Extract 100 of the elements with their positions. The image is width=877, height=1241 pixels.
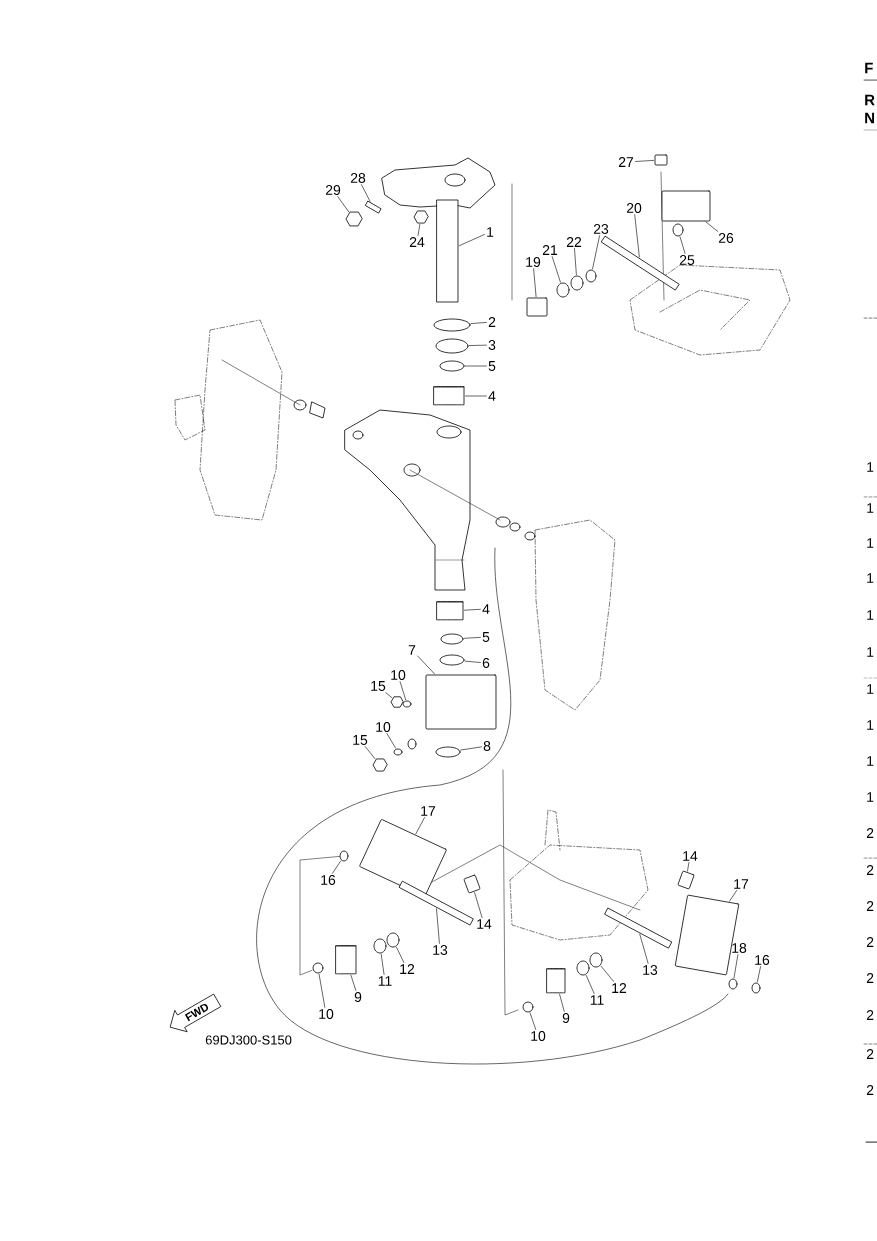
assembly-line: [299, 856, 340, 976]
hex-nut: [372, 758, 388, 772]
washer: [751, 982, 761, 994]
bushing: [546, 968, 566, 994]
leader-line: [551, 256, 561, 283]
part-block: [526, 297, 548, 317]
part-block: [654, 154, 668, 166]
table-row-fragment: 2: [866, 901, 874, 911]
leader-line: [350, 974, 357, 991]
callout-number: 4: [488, 391, 496, 401]
leader-line: [380, 954, 385, 975]
leader-line: [634, 214, 640, 258]
washer: [589, 952, 603, 968]
callout-number: 25: [679, 255, 695, 265]
callout-number: 1: [487, 227, 494, 237]
callout-number: 5: [482, 632, 490, 642]
leader-line: [679, 236, 686, 254]
callout-number: 15: [353, 735, 368, 745]
part-block: [661, 190, 711, 222]
callout-number: 6: [482, 658, 490, 668]
washer: [439, 654, 465, 666]
washer: [435, 338, 469, 354]
washer: [585, 269, 597, 283]
callout-number: 7: [408, 645, 416, 655]
callout-number: 16: [755, 955, 770, 965]
leader-line: [465, 395, 487, 397]
leader-line: [592, 235, 600, 270]
callout-number: 3: [488, 340, 496, 350]
table-row-fragment: 1: [867, 684, 874, 694]
callout-number: 16: [321, 875, 336, 885]
bushing: [436, 601, 464, 621]
leader-line: [474, 892, 483, 918]
leader-line: [586, 975, 595, 994]
leader-line: [361, 184, 371, 202]
table-row-fragment: 2: [866, 973, 874, 983]
leader-line: [318, 974, 326, 1008]
leader-line: [436, 908, 440, 944]
washer: [440, 633, 464, 645]
washer: [433, 318, 471, 332]
callout-number: 11: [378, 976, 392, 986]
leader-line: [529, 1012, 536, 1030]
table-row-fragment: 2: [866, 865, 874, 875]
washer: [386, 932, 400, 948]
leader-line: [574, 248, 577, 275]
callout-number: 15: [371, 681, 386, 691]
leader-line: [757, 966, 761, 983]
callout-number: 27: [618, 157, 634, 167]
table-row-fragment: 2: [866, 1049, 874, 1059]
rod: [436, 199, 459, 303]
leader-line: [385, 692, 393, 698]
part-block: [463, 874, 481, 894]
callout-number: 8: [483, 741, 491, 751]
table-row-fragment: 1: [867, 720, 874, 730]
callout-number: 9: [562, 1013, 570, 1023]
callout-number: 19: [526, 257, 541, 267]
leader-line: [733, 954, 739, 979]
leader-line: [459, 234, 485, 247]
callout-number: 14: [683, 851, 698, 861]
bushing: [433, 386, 465, 406]
callout-number: 9: [354, 992, 362, 1002]
washer: [672, 223, 684, 237]
callout-number: 4: [482, 604, 490, 614]
callout-number: 13: [433, 945, 448, 955]
callout-number: 14: [477, 919, 492, 929]
page-heading-fragment: R: [865, 94, 875, 106]
table-row-fragment: 2: [866, 1010, 874, 1020]
table-row-fragment: 1: [867, 792, 874, 802]
table-row-fragment: 1: [867, 573, 874, 583]
callout-number: 10: [319, 1009, 334, 1019]
hex-nut: [413, 210, 429, 224]
part-block: [425, 674, 497, 730]
leader-line: [399, 681, 406, 701]
callout-number: 12: [400, 964, 415, 974]
callout-number: 17: [421, 806, 436, 816]
callout-number: 2: [488, 317, 496, 327]
callout-number: 29: [325, 185, 341, 195]
table-row-fragment: 1: [867, 610, 874, 620]
leader-line: [559, 993, 565, 1012]
leader-line: [729, 890, 737, 902]
callout-number: 5: [488, 361, 496, 371]
part-block: [677, 870, 695, 890]
callout-number: 18: [732, 943, 747, 953]
table-row-fragment: 1: [867, 503, 874, 513]
leader-line: [635, 160, 654, 162]
leader-line: [533, 268, 537, 297]
leader-line: [464, 637, 481, 639]
leader-line: [364, 746, 376, 760]
leader-line: [469, 344, 487, 346]
washer: [556, 282, 570, 298]
leader-line: [417, 224, 421, 236]
callout-number: 21: [542, 245, 558, 255]
table-row-fragment: 1: [867, 462, 874, 472]
washer: [393, 748, 403, 756]
leader-line: [464, 609, 481, 611]
leader-line: [639, 933, 649, 964]
washer: [522, 1001, 534, 1013]
hex-nut: [345, 211, 363, 227]
table-row-fragment: 2: [866, 937, 874, 947]
callout-number: 10: [376, 722, 391, 732]
washer: [439, 360, 465, 372]
